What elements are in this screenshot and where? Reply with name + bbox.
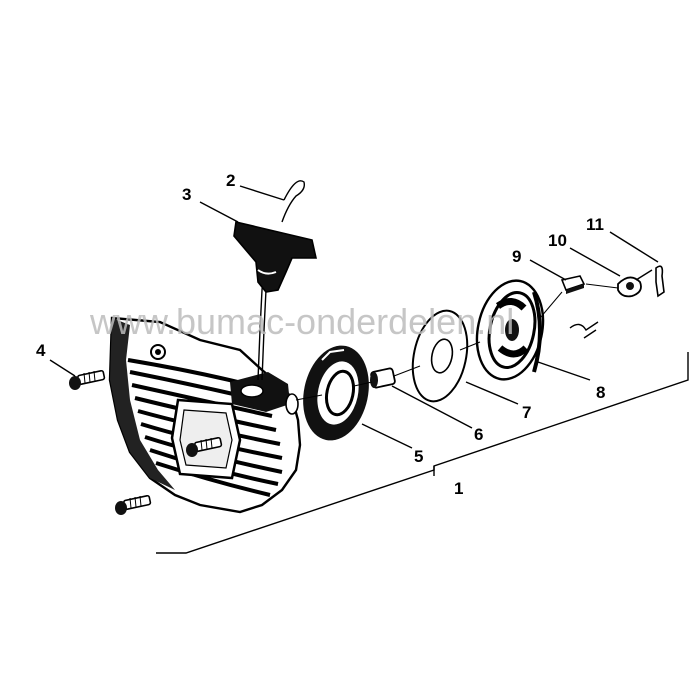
bushing bbox=[370, 367, 396, 389]
callout-10: 10 bbox=[548, 231, 567, 250]
washer bbox=[411, 309, 469, 403]
screw-lower bbox=[115, 494, 152, 515]
callout-8: 8 bbox=[596, 383, 605, 402]
rope-pulley bbox=[475, 279, 545, 381]
callout-9: 9 bbox=[512, 247, 521, 266]
callout-6: 6 bbox=[474, 425, 483, 444]
spring-cassette bbox=[303, 345, 369, 441]
assembly-axis bbox=[295, 283, 619, 401]
screw-upper bbox=[69, 369, 106, 390]
pawl bbox=[560, 275, 586, 294]
retaining-clip bbox=[569, 265, 665, 339]
callout-4: 4 bbox=[36, 341, 46, 360]
callout-7: 7 bbox=[522, 403, 531, 422]
starter-housing bbox=[108, 316, 302, 514]
callout-5: 5 bbox=[414, 447, 423, 466]
pawl-spring bbox=[617, 269, 653, 298]
screw-middle bbox=[186, 436, 223, 457]
callout-2: 2 bbox=[226, 171, 235, 190]
watermark-text: www.bumac-onderdelen.nl bbox=[89, 301, 514, 342]
starter-handle bbox=[233, 221, 317, 293]
assembly-bracket bbox=[156, 352, 689, 554]
callout-11: 11 bbox=[586, 215, 604, 234]
callout-1: 1 bbox=[454, 479, 463, 498]
callout-3: 3 bbox=[182, 185, 191, 204]
leader-lines bbox=[49, 185, 659, 449]
